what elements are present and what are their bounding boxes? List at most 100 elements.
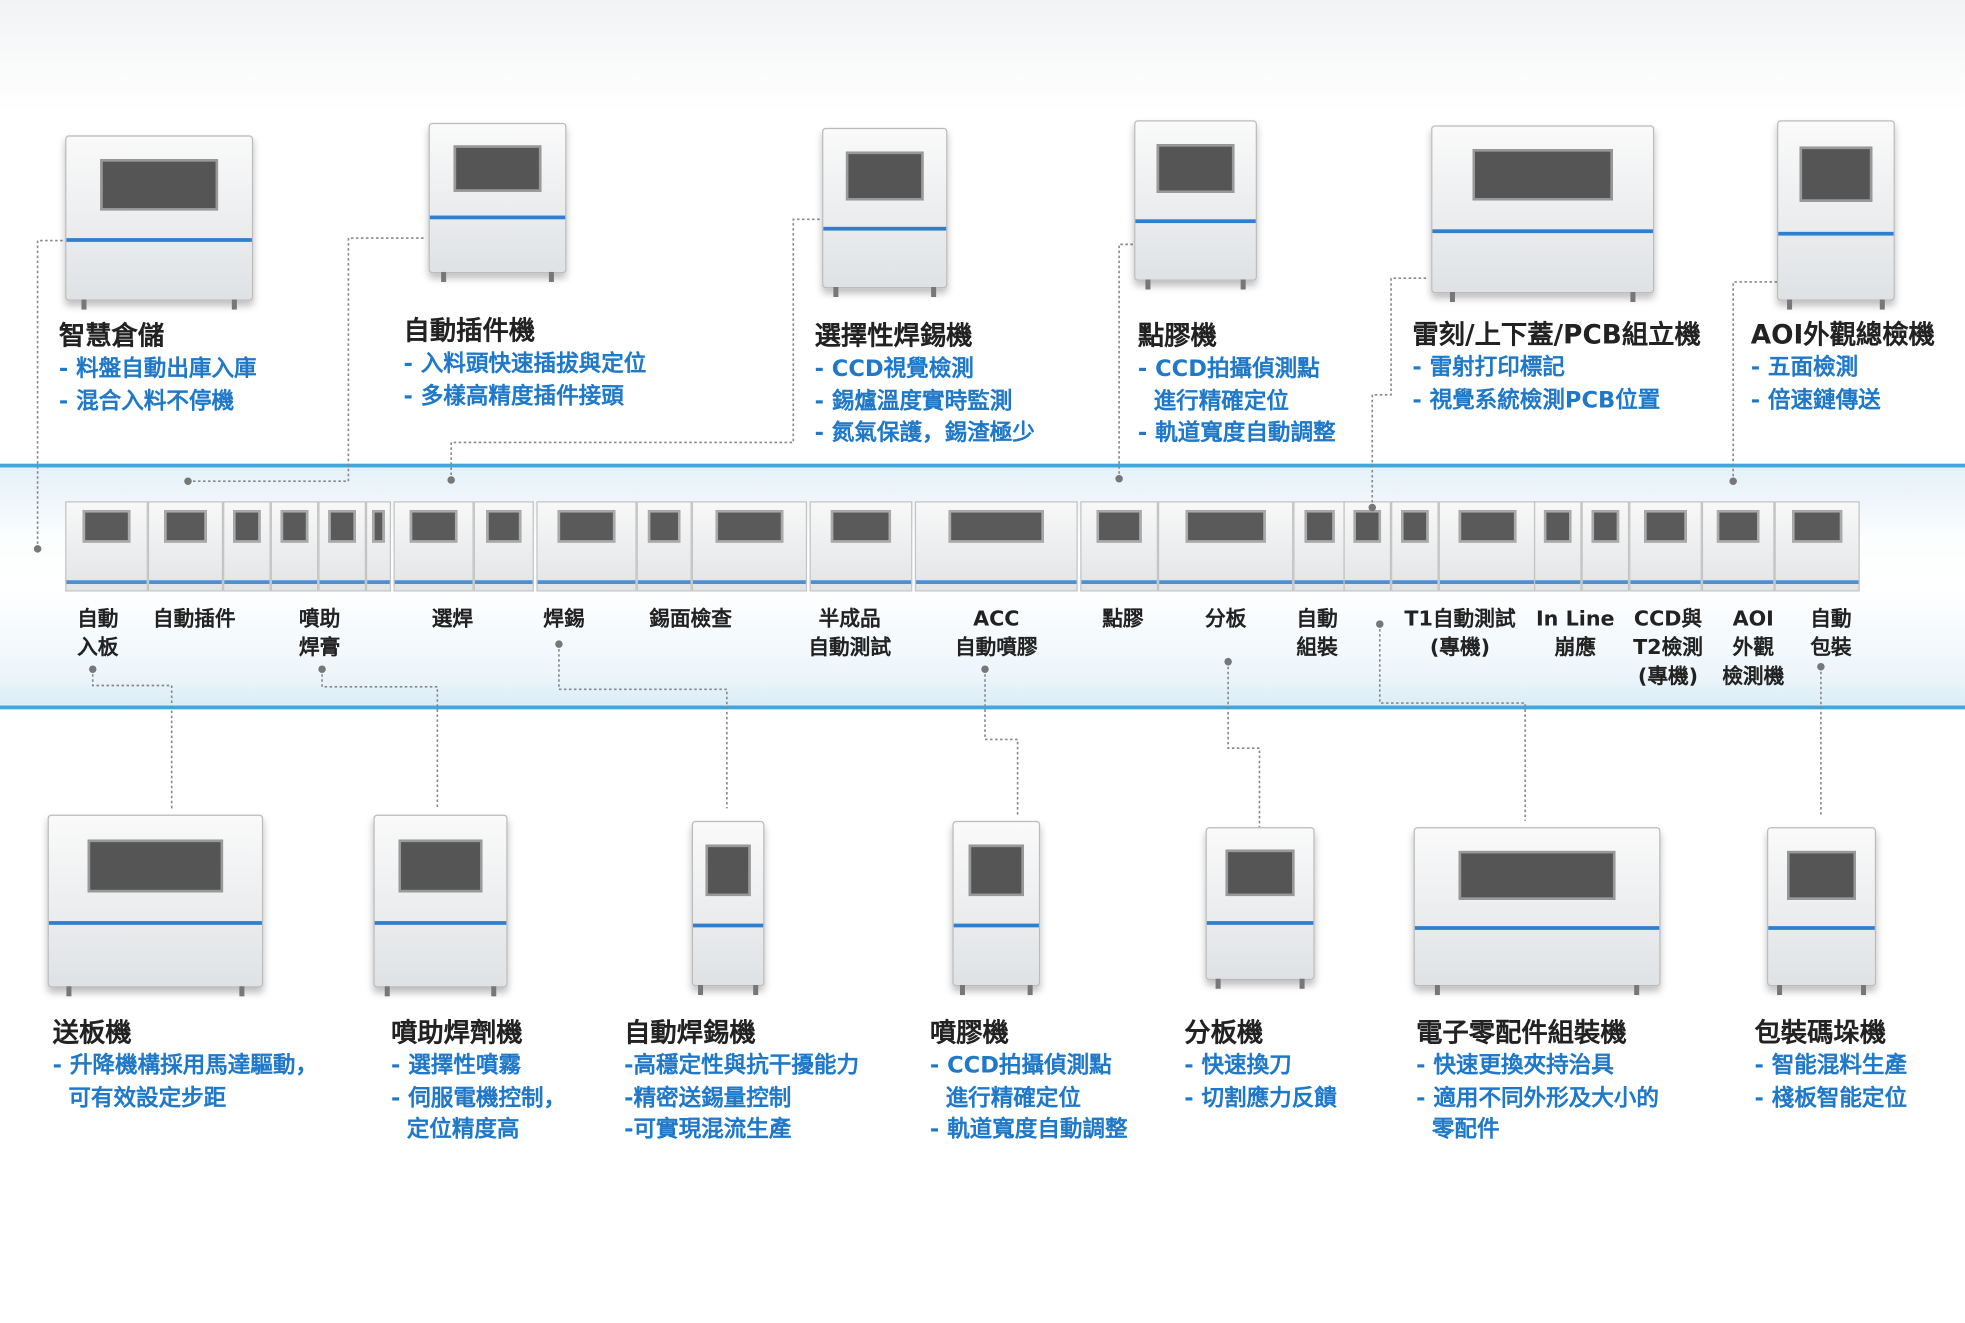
machine-leg: [239, 986, 245, 997]
line-machine: [536, 501, 637, 592]
connector-line: [450, 218, 821, 480]
machine-image: [952, 820, 1041, 996]
machine-feature: - 多樣高精度插件接頭: [403, 382, 624, 410]
machine-title: 分板機: [1184, 1017, 1264, 1048]
machine-card: 送板機- 升降機構採用馬達驅動， 可有效設定步距: [53, 1013, 318, 1115]
machine-leg: [490, 986, 496, 997]
station-label: T1自動測試(專機): [1404, 604, 1515, 662]
machine-window: [845, 151, 925, 201]
machine-leg: [440, 271, 446, 282]
connector-line: [1378, 624, 1526, 821]
machine-feature: - 入料頭快速插拔與定位: [403, 350, 647, 378]
machine-feature: - 料盤自動出庫入庫: [58, 355, 257, 383]
connector-line: [91, 669, 173, 809]
machine-leg: [1145, 279, 1151, 290]
machine-title: 自動焊錫機: [624, 1017, 756, 1048]
machine-feature: 進行精確定位: [1137, 387, 1289, 415]
line-machine-stripe: [810, 580, 912, 584]
line-machine: [1080, 501, 1158, 592]
connector-dot: [555, 640, 563, 648]
machine-leg: [232, 299, 238, 310]
line-machine-stripe: [916, 580, 1077, 584]
machine-leg: [1434, 985, 1440, 996]
machine-window: [1157, 143, 1235, 193]
station-label: 自動入板: [77, 604, 118, 662]
machine-leg: [833, 286, 839, 298]
station-label-line: T1自動測試: [1404, 606, 1516, 631]
line-machine: [147, 501, 224, 592]
station-label-line: 自動插件: [152, 606, 236, 631]
machine-image: [1431, 125, 1655, 303]
station-label-line: 自動: [77, 606, 119, 631]
machine-leg: [1630, 291, 1636, 303]
machine-leg: [1879, 299, 1885, 310]
machine-window: [1472, 149, 1614, 202]
station-label-line: 自動: [1296, 606, 1338, 631]
machine-feature: - 錫爐溫度實時監測: [814, 387, 1013, 415]
machine-window: [398, 839, 483, 893]
line-machine-window: [371, 510, 386, 543]
line-machine-stripe: [394, 580, 473, 584]
machine-image: [1767, 827, 1877, 996]
machine-window: [87, 839, 224, 893]
machine-feature: - 倍速鏈傳送: [1750, 386, 1881, 413]
line-machine: [1774, 501, 1860, 592]
machine-leg: [1241, 279, 1247, 290]
station-label-line: 噴助: [298, 606, 341, 631]
machine-card: 自動插件機- 入料頭快速插拔與定位- 多樣高精度插件接頭: [404, 311, 647, 413]
line-machine-window: [82, 510, 131, 543]
machine-stripe: [374, 921, 507, 926]
line-machine-window: [1185, 510, 1266, 543]
line-machine-stripe: [1439, 580, 1536, 584]
station-label-line: ACC: [973, 606, 1020, 631]
machine-feature: - 混合入料不停機: [58, 387, 235, 415]
connector-line: [321, 669, 439, 809]
station-label: 錫面檢查: [649, 604, 732, 633]
station-label-line: 焊錫: [543, 606, 585, 631]
connector-dot: [1729, 477, 1737, 485]
line-machine-stripe: [319, 580, 365, 584]
machine-leg: [1776, 985, 1782, 996]
line-machine-window: [715, 510, 784, 543]
station-label-line: 點膠: [1102, 606, 1144, 631]
line-machine: [1581, 501, 1630, 592]
machine-card: 點膠機- CCD拍攝偵測點 進行精確定位- 軌道寬度自動調整: [1138, 316, 1336, 449]
machine-leg: [1787, 299, 1793, 310]
machine-feature: - 雷射打印標記: [1412, 354, 1565, 381]
connector-line: [36, 239, 63, 549]
line-machine-stripe: [66, 580, 147, 584]
machine-title: 包裝碼垛機: [1754, 1017, 1887, 1048]
machine-leg: [385, 986, 391, 997]
line-machine-stripe: [1344, 580, 1390, 584]
machine-leg: [698, 985, 704, 996]
machine-window: [1787, 850, 1856, 900]
line-machine-stripe: [1392, 580, 1438, 584]
line-machine-window: [1401, 510, 1429, 543]
connector-dot: [1224, 657, 1232, 666]
machine-feature: -可實現混流生產: [624, 1116, 792, 1143]
station-label-line: 組裝: [1296, 635, 1338, 660]
machine-feature: - 智能混料生產: [1754, 1052, 1908, 1080]
station-label-line: AOI: [1732, 606, 1774, 631]
station-label-line: 自動: [1810, 606, 1852, 631]
line-machine-window: [830, 510, 892, 543]
line-machine: [65, 501, 148, 592]
machine-card: AOI外觀總檢機- 五面檢測- 倍速鏈傳送: [1751, 315, 1935, 417]
line-machine-window: [948, 510, 1045, 543]
machine-feature: 可有效設定步距: [52, 1084, 227, 1111]
machine-title: 點膠機: [1137, 320, 1217, 351]
station-label: 噴助焊膏: [299, 604, 340, 662]
station-label: 自動組裝: [1296, 604, 1337, 662]
machine-window: [705, 844, 751, 896]
connector-line: [1227, 661, 1261, 828]
machine-title: 送板機: [52, 1017, 132, 1048]
line-machine-stripe: [474, 580, 533, 584]
line-machine-stripe: [1703, 580, 1774, 584]
line-machine-stripe: [1630, 580, 1701, 584]
connector-dot: [33, 545, 42, 553]
machine-stripe: [66, 237, 252, 242]
connector-dot: [184, 477, 192, 485]
